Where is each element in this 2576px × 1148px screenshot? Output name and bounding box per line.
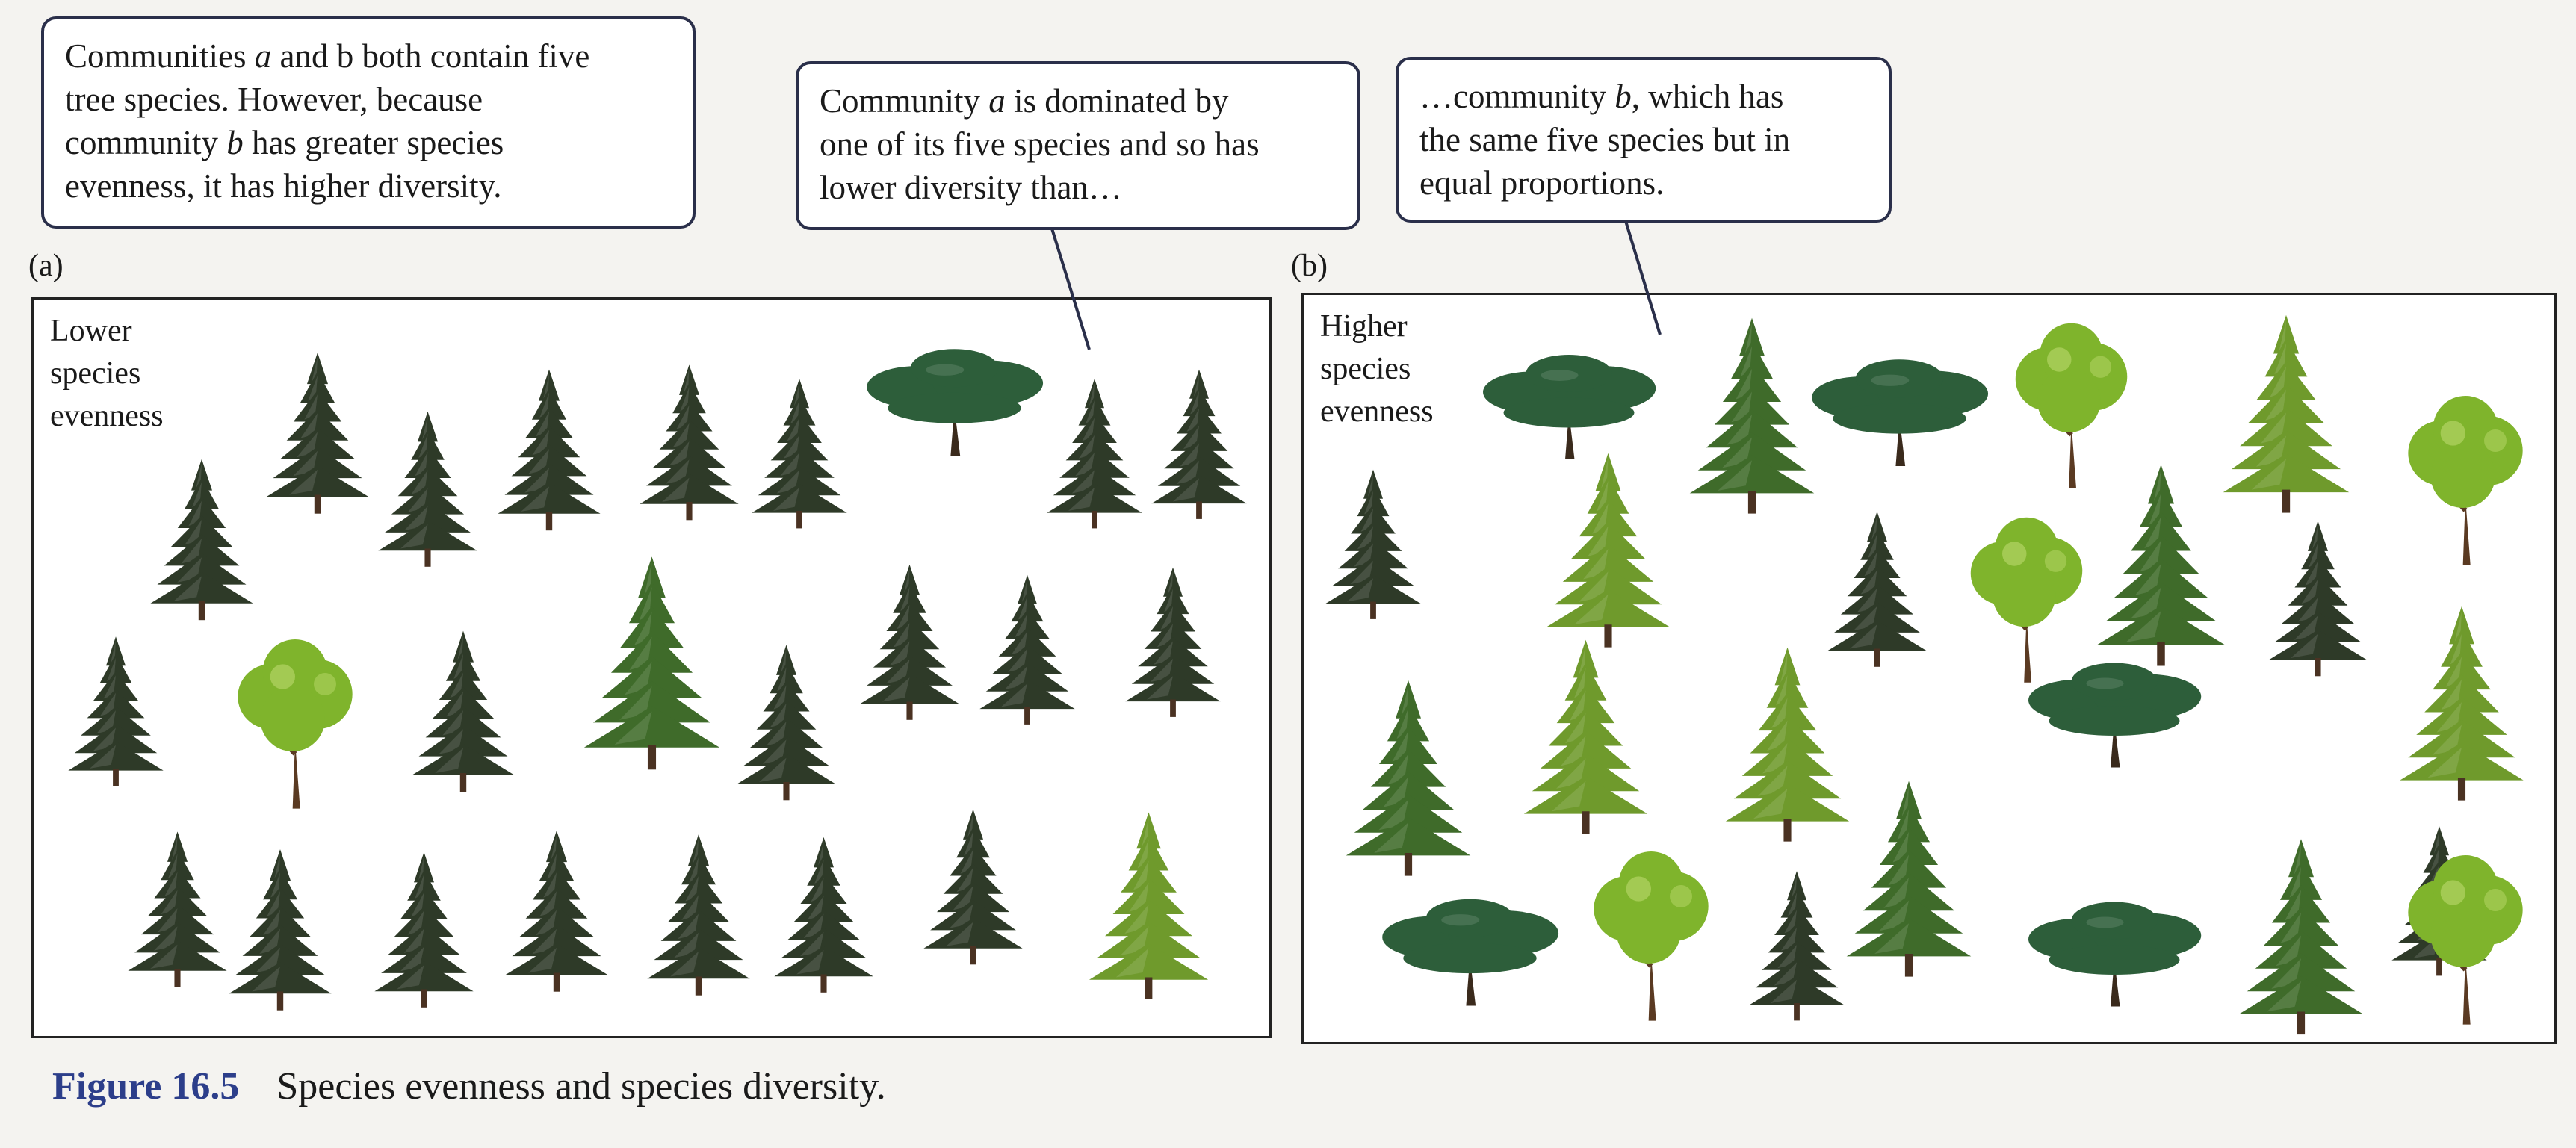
conifer-tree: [1346, 680, 1471, 876]
callout-a-line-2: one of its five species and so has: [820, 125, 1260, 163]
conifer-tree: [1125, 567, 1221, 717]
callout-b-line-2: the same five species but in: [1419, 121, 1791, 158]
callout-summary-line-1: Communities a and b both contain five: [65, 37, 590, 75]
callout-a-line-1: Community a is dominated by: [820, 82, 1229, 120]
spreading-tree: [1382, 899, 1559, 1006]
conifer-tree: [2223, 314, 2350, 513]
conifer-tree: [266, 353, 369, 514]
conifer-tree: [583, 556, 720, 770]
broadleaf-tree: [2015, 323, 2128, 488]
broadleaf-tree: [1970, 517, 2083, 683]
panel-a-tag: (a): [28, 249, 64, 283]
conifer-tree: [752, 379, 847, 529]
conifer-tree: [229, 849, 332, 1011]
callout-a-line-3: lower diversity than…: [820, 169, 1122, 206]
conifer-tree: [1047, 379, 1142, 529]
spreading-tree: [2028, 902, 2202, 1007]
trees-community-a: [34, 300, 1269, 1036]
conifer-tree: [1089, 812, 1209, 999]
conifer-tree: [1725, 647, 1850, 842]
figure-caption-text: Species evenness and species diversity.: [276, 1065, 886, 1108]
spreading-tree: [1483, 355, 1656, 459]
broadleaf-tree: [1594, 851, 1709, 1021]
panel-community-a: Lower species evenness: [31, 297, 1272, 1038]
conifer-tree: [1151, 369, 1247, 519]
panel-a-title-line-1: Lower: [50, 314, 132, 348]
callout-community-b: …community b, which has the same five sp…: [1396, 57, 1892, 223]
callout-summary-line-4: evenness, it has higher diversity.: [65, 167, 502, 205]
conifer-tree: [774, 837, 873, 993]
panel-b-tag: (b): [1291, 249, 1328, 283]
panel-b-title-line-2: species: [1320, 352, 1411, 386]
conifer-tree: [505, 831, 608, 992]
broadleaf-tree: [238, 639, 353, 809]
conifer-tree: [1546, 453, 1671, 648]
conifer-tree: [1827, 511, 1927, 667]
broadleaf-tree: [2408, 396, 2523, 565]
callout-b-line-3: equal proportions.: [1419, 164, 1665, 202]
conifer-tree: [128, 831, 227, 987]
conifer-tree: [498, 369, 601, 531]
spreading-tree: [1812, 359, 1989, 466]
conifer-tree: [1846, 781, 1972, 977]
panel-b-title-line-1: Higher: [1320, 309, 1408, 344]
conifer-tree: [923, 809, 1023, 965]
conifer-tree: [2238, 839, 2364, 1035]
conifer-tree: [860, 564, 959, 720]
conifer-tree: [374, 851, 474, 1008]
conifer-tree: [378, 411, 477, 567]
panel-b-title-line-3: evenness: [1320, 394, 1434, 429]
callout-summary: Communities a and b both contain five tr…: [41, 16, 696, 229]
panel-b-title: Higher species evenness: [1320, 305, 1434, 433]
conifer-tree: [150, 459, 253, 621]
conifer-tree: [1325, 469, 1421, 619]
callout-summary-line-2: tree species. However, because: [65, 81, 483, 118]
panel-a-title-line-3: evenness: [50, 399, 164, 433]
conifer-tree: [737, 645, 836, 801]
panel-a-title-line-2: species: [50, 356, 141, 391]
figure-caption: Figure 16.5 Species evenness and species …: [52, 1064, 886, 1108]
conifer-tree: [647, 834, 750, 996]
callout-b-line-1: …community b, which has: [1419, 78, 1784, 115]
conifer-tree: [2400, 606, 2524, 801]
panel-community-b: Higher species evenness: [1301, 293, 2557, 1044]
spreading-tree: [867, 349, 1044, 456]
conifer-tree: [1523, 639, 1648, 834]
conifer-tree: [1749, 871, 1845, 1021]
conifer-tree: [68, 636, 164, 786]
panel-a-title: Lower species evenness: [50, 310, 164, 438]
callout-summary-line-3: community b has greater species: [65, 124, 504, 161]
conifer-tree: [2268, 521, 2368, 677]
conifer-tree: [979, 574, 1075, 725]
conifer-tree: [2096, 465, 2226, 666]
figure-label: Figure 16.5: [52, 1065, 240, 1108]
spreading-tree: [2028, 663, 2202, 768]
trees-community-b: [1304, 295, 2554, 1042]
conifer-tree: [1689, 317, 1815, 514]
conifer-tree: [412, 630, 515, 792]
conifer-tree: [640, 364, 739, 521]
callout-community-a: Community a is dominated by one of its f…: [796, 61, 1360, 230]
broadleaf-tree: [2408, 855, 2523, 1025]
